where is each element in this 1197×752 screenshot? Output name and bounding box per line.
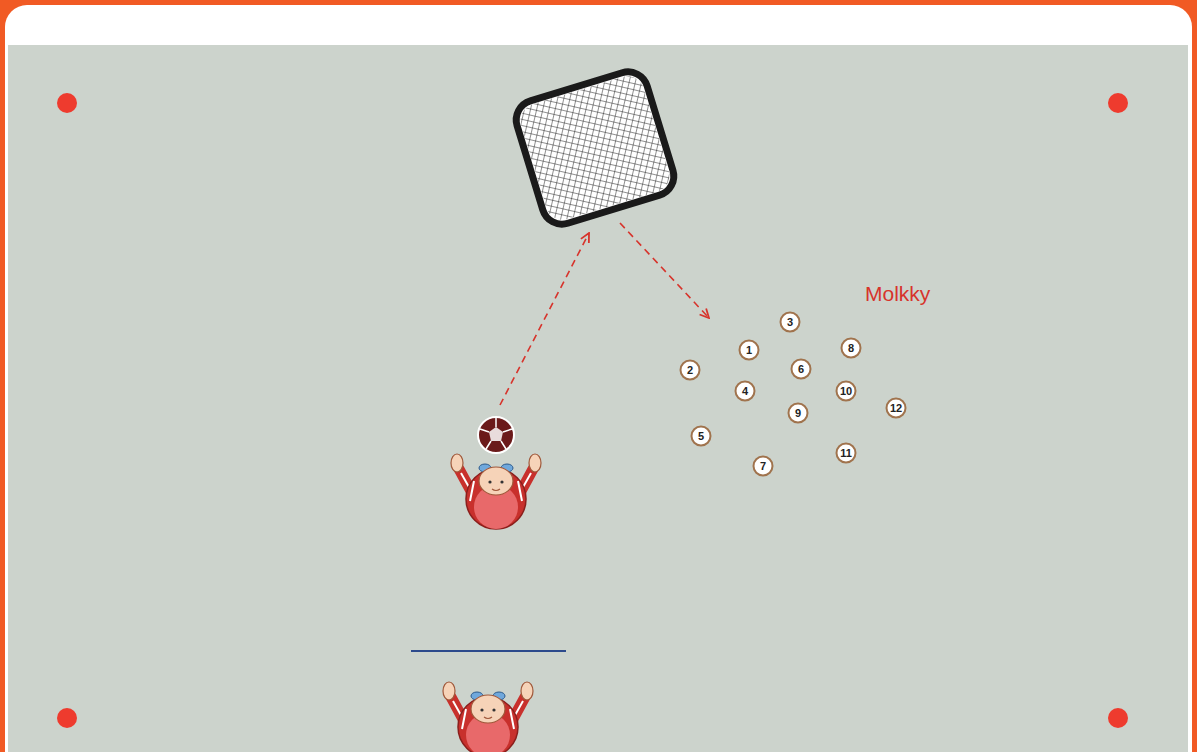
start-line [411,650,566,652]
pin-number: 11 [835,442,857,464]
player-waiting [443,682,533,752]
player-thrower [451,454,541,529]
pin-number: 2 [679,359,701,381]
molkky-pin: 11 [835,442,857,464]
pin-number: 12 [885,397,907,419]
molkky-pin: 1 [738,339,760,361]
molkky-pin: 4 [734,380,756,402]
pin-number: 3 [779,311,801,333]
pin-number: 6 [790,358,812,380]
rebounder-net [511,67,678,229]
molkky-pin: 7 [752,455,774,477]
playing-field [8,45,1188,752]
rebound-arrow [620,223,709,318]
molkky-pin: 3 [779,311,801,333]
pin-number: 7 [752,455,774,477]
pass-arrow [500,233,589,405]
pin-number: 8 [840,337,862,359]
molkky-pin: 10 [835,380,857,402]
ball [478,417,514,453]
molkky-pin: 12 [885,397,907,419]
pin-number: 1 [738,339,760,361]
molkky-pin: 5 [690,425,712,447]
frame-panel [5,5,1192,752]
pin-number: 4 [734,380,756,402]
cone-marker [57,708,77,728]
pin-number: 9 [787,402,809,424]
molkky-pin: 8 [840,337,862,359]
cone-marker [1108,708,1128,728]
molkky-pin: 6 [790,358,812,380]
pin-number: 10 [835,380,857,402]
cone-marker [57,93,77,113]
molkky-pin: 2 [679,359,701,381]
molkky-pin: 9 [787,402,809,424]
area-label: Molkky [865,282,930,306]
cone-marker [1108,93,1128,113]
pin-number: 5 [690,425,712,447]
